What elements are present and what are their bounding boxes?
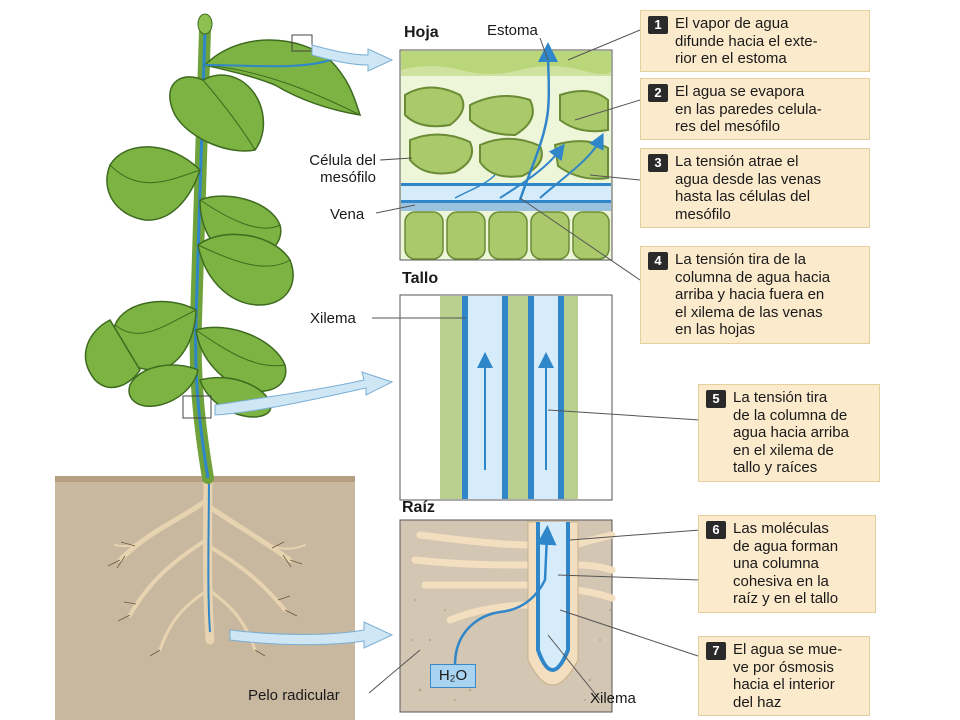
step-box-2: 2 El agua se evapora en las paredes celu… bbox=[640, 78, 870, 140]
root-hair-label: Pelo radicular bbox=[248, 687, 340, 704]
root-hairs bbox=[107, 541, 303, 657]
step-number-1: 1 bbox=[648, 16, 668, 34]
root-heading: Raíz bbox=[402, 499, 435, 516]
water-molecule-label: H₂O bbox=[430, 664, 476, 688]
leader-lines bbox=[368, 29, 711, 701]
step-text-1: El vapor de agua difunde hacia el exte- … bbox=[675, 15, 818, 67]
leaf-zoom-marker bbox=[291, 34, 313, 52]
root-water-line bbox=[207, 469, 211, 633]
step-text-6: Las moléculas de agua forman una columna… bbox=[733, 520, 839, 607]
step-box-7: 7 El agua se mue- ve por ósmosis hacia e… bbox=[698, 636, 870, 716]
zoom-arrows bbox=[214, 44, 394, 649]
step-text-5: La tensión tira de la columna de agua ha… bbox=[733, 389, 849, 476]
step-text-4: La tensión tira de la columna de agua ha… bbox=[675, 251, 831, 338]
step-box-5: 5 La tensión tira de la columna de agua … bbox=[698, 384, 880, 482]
step-number-5: 5 bbox=[706, 390, 726, 408]
leaf-inset bbox=[399, 42, 613, 261]
step-number-4: 4 bbox=[648, 252, 668, 270]
stomata-label: Estoma bbox=[487, 22, 538, 39]
root-xylem-label: Xilema bbox=[590, 690, 636, 707]
mesophyll-cell-label: Célula del mesófilo bbox=[309, 152, 376, 186]
step-text-3: La tensión atrae el agua desde las venas… bbox=[675, 153, 821, 223]
plant-leaves bbox=[84, 39, 362, 418]
vein-label: Vena bbox=[330, 206, 365, 223]
step-box-6: 6 Las moléculas de agua forman una colum… bbox=[698, 515, 876, 613]
step-number-7: 7 bbox=[706, 642, 726, 660]
step-text-2: El agua se evapora en las paredes celula… bbox=[675, 83, 822, 135]
step-box-4: 4 La tensión tira de la columna de agua … bbox=[640, 246, 870, 344]
leaf-water-line bbox=[204, 59, 331, 68]
step-text-7: El agua se mue- ve por ósmosis hacia el … bbox=[733, 641, 843, 711]
step-number-3: 3 bbox=[648, 154, 668, 172]
step-number-2: 2 bbox=[648, 84, 668, 102]
leaf-heading: Hoja bbox=[404, 24, 439, 41]
step-box-3: 3 La tensión atrae el agua desde las ven… bbox=[640, 148, 870, 228]
stem-zoom-marker bbox=[182, 395, 212, 419]
step-number-6: 6 bbox=[706, 521, 726, 539]
leaf-veins bbox=[109, 64, 361, 367]
stem-inset bbox=[399, 294, 613, 501]
step-box-1: 1 El vapor de agua difunde hacia el exte… bbox=[640, 10, 870, 72]
stem-xylem-label: Xilema bbox=[310, 310, 356, 327]
stem-heading: Tallo bbox=[402, 270, 439, 287]
